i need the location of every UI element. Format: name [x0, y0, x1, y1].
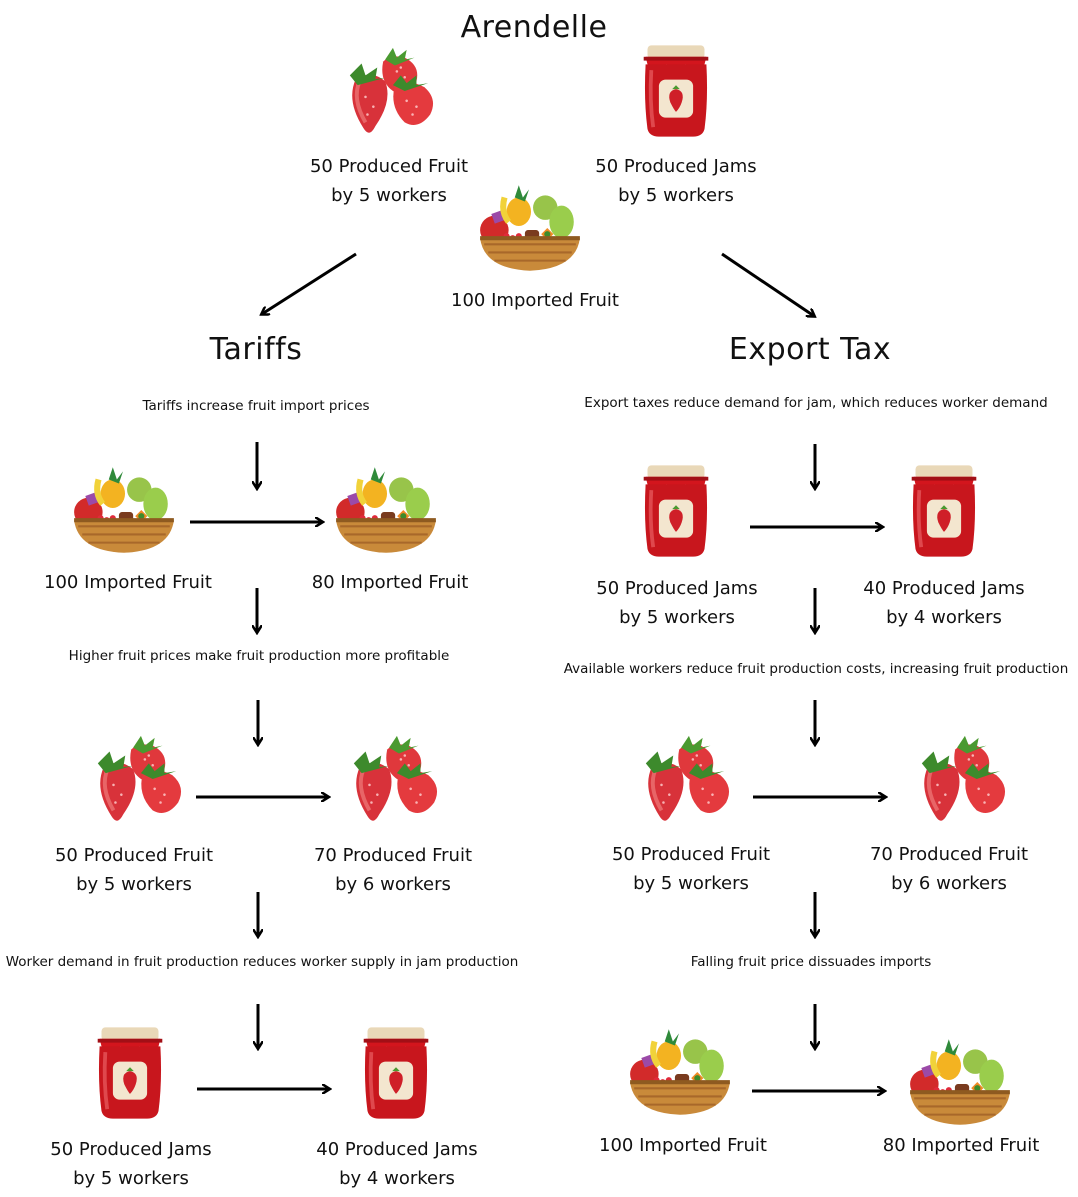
export-note-2: Available workers reduce fruit productio…	[563, 661, 1069, 677]
arrow-to-export-tax	[721, 252, 814, 316]
export-tax-title: Export Tax	[728, 332, 892, 367]
diagram-title: Arendelle	[460, 10, 608, 45]
export-note-1: Export taxes reduce demand for jam, whic…	[584, 395, 1048, 411]
tariffs-note-3: Worker demand in fruit production reduce…	[5, 954, 519, 970]
tariffs-import-before: 100 Imported Fruit	[44, 572, 212, 593]
tariffs-note-2: Higher fruit prices make fruit productio…	[68, 648, 450, 664]
export-note-3: Falling fruit price dissuades imports	[690, 954, 932, 970]
export-import-after: 80 Imported Fruit	[882, 1135, 1040, 1156]
tariffs-note-1: Tariffs increase fruit import prices	[142, 398, 370, 414]
tariffs-title: Tariffs	[209, 332, 303, 367]
arrow-to-tariffs	[262, 252, 357, 314]
export-import-before: 100 Imported Fruit	[599, 1135, 767, 1156]
top-imported-label: 100 Imported Fruit	[451, 290, 619, 311]
tariffs-import-after: 80 Imported Fruit	[311, 572, 469, 593]
